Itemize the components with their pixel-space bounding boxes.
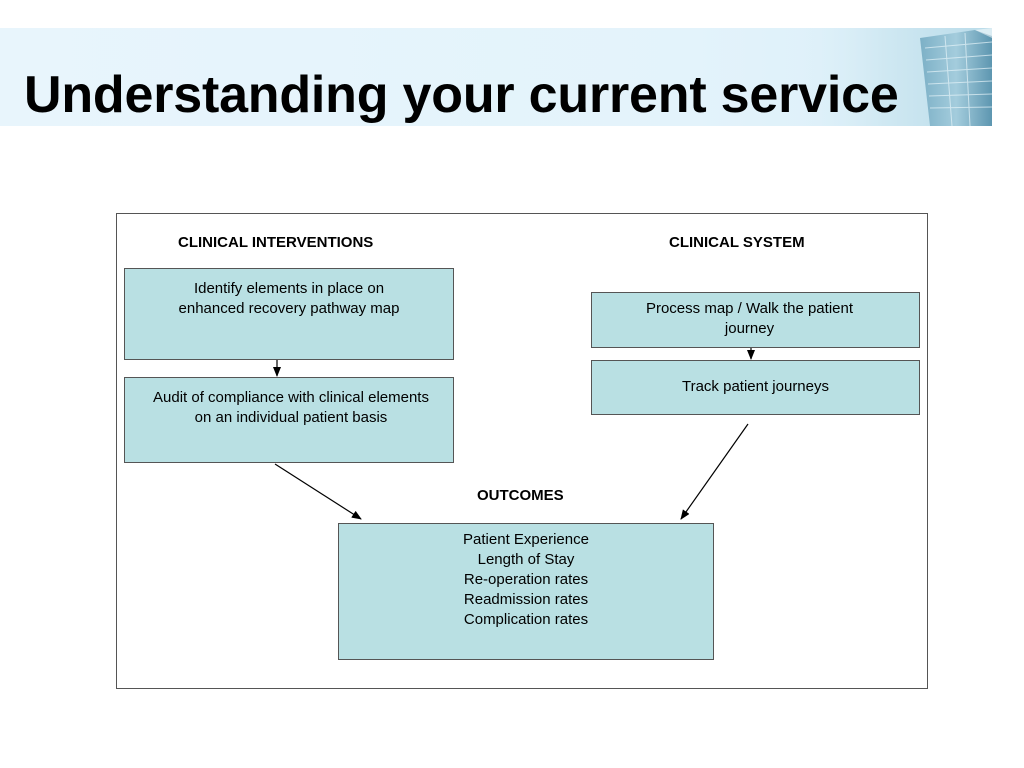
outcome-item: Length of Stay: [477, 551, 575, 568]
box-track-journeys: Track patient journeys: [591, 360, 920, 415]
box-outcomes: Patient Experience Length of Stay Re-ope…: [338, 523, 714, 660]
heading-outcomes: OUTCOMES: [477, 487, 564, 504]
box-audit-compliance-text: Audit of compliance with clinical elemen…: [153, 389, 429, 426]
slide-title: Understanding your current service: [24, 66, 899, 124]
box-audit-compliance: Audit of compliance with clinical elemen…: [124, 377, 454, 463]
heading-clinical-system: CLINICAL SYSTEM: [669, 234, 805, 251]
heading-clinical-interventions: CLINICAL INTERVENTIONS: [178, 234, 374, 251]
outcome-item: Complication rates: [463, 611, 589, 628]
box-track-journeys-text: Track patient journeys: [681, 378, 829, 395]
building-image: [780, 28, 992, 126]
box-identify-elements-text: Identify elements in place on enhanced r…: [178, 280, 400, 317]
outcome-item: Patient Experience: [463, 531, 589, 548]
outcome-item: Re-operation rates: [463, 571, 589, 588]
box-identify-elements: Identify elements in place on enhanced r…: [124, 268, 454, 360]
box-process-map-text: Process map / Walk the patient journey: [645, 300, 854, 337]
outcome-item: Readmission rates: [463, 591, 589, 608]
box-process-map: Process map / Walk the patient journey: [591, 292, 920, 348]
